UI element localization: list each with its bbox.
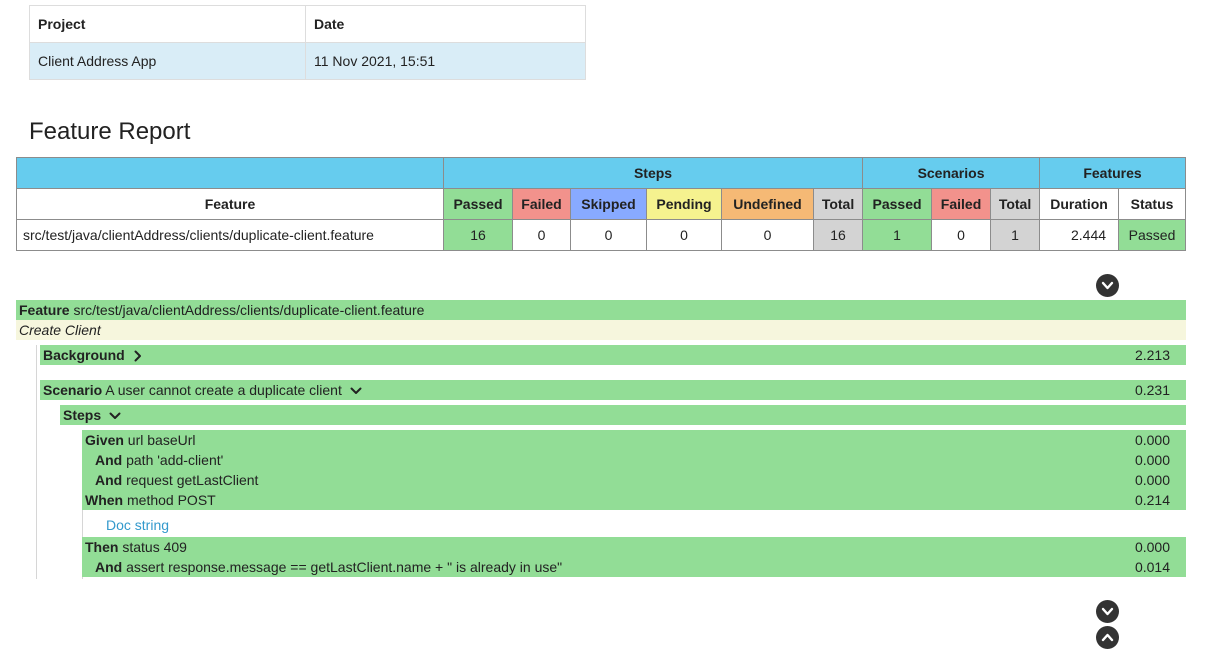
indent-guide — [36, 345, 37, 579]
scenario-duration: 0.231 — [1134, 382, 1170, 398]
feature-description: Create Client — [16, 320, 1186, 340]
feature-stats-table: Steps Scenarios Features Feature Passed … — [16, 157, 1186, 251]
doc-string-link[interactable]: Doc string — [106, 517, 170, 533]
step-keyword: Given — [85, 432, 124, 448]
feature-column-header: Feature — [16, 188, 444, 220]
scenarios-total-count: 1 — [990, 219, 1041, 251]
features-group-header: Features — [1039, 157, 1186, 189]
step-keyword: And — [95, 452, 123, 468]
background-keyword: Background — [43, 347, 125, 363]
steps-passed-header: Passed — [443, 188, 513, 220]
scenarios-total-header: Total — [990, 188, 1041, 220]
step-text: assert response.message == getLastClient… — [126, 559, 563, 575]
step-keyword: Then — [85, 539, 119, 555]
steps-group-header: Steps — [442, 157, 864, 189]
project-header: Project — [29, 5, 306, 43]
list-item: Then status 409 0.000 — [82, 537, 1186, 557]
feature-keyword: Feature — [19, 302, 70, 318]
steps-failed-count: 0 — [512, 219, 571, 251]
table-row: src/test/java/clientAddress/clients/dupl… — [16, 219, 1186, 251]
duration-header: Duration — [1039, 188, 1120, 220]
list-item: And request getLastClient 0.000 — [82, 470, 1186, 490]
feature-duration: 2.444 — [1039, 219, 1120, 251]
empty-group-header — [16, 157, 444, 189]
date-header: Date — [305, 5, 586, 43]
background-header[interactable]: Background 2.213 — [40, 345, 1186, 365]
scenarios-failed-count: 0 — [931, 219, 992, 251]
list-item: When method POST 0.214 — [82, 490, 1186, 510]
list-item: Given url baseUrl 0.000 — [82, 430, 1186, 450]
scenario-header[interactable]: Scenario A user cannot create a duplicat… — [40, 380, 1186, 400]
chevron-down-circle-icon[interactable] — [1096, 274, 1119, 297]
steps-indent-guide — [82, 455, 83, 579]
scenarios-group-header: Scenarios — [862, 157, 1041, 189]
step-duration: 0.014 — [1134, 559, 1170, 575]
step-keyword: And — [95, 472, 123, 488]
feature-name: src/test/java/clientAddress/clients/dupl… — [73, 302, 425, 318]
steps-group — [82, 430, 1186, 510]
scenarios-failed-header: Failed — [931, 188, 992, 220]
list-item: And assert response.message == getLastCl… — [82, 557, 1186, 577]
steps-header[interactable]: Steps — [60, 405, 1186, 425]
step-duration: 0.214 — [1134, 492, 1170, 508]
scenario-name: A user cannot create a duplicate client — [105, 382, 342, 398]
step-duration: 0.000 — [1134, 452, 1170, 468]
report-date: 11 Nov 2021, 15:51 — [305, 42, 586, 80]
step-text: method POST — [127, 492, 216, 508]
step-text: url baseUrl — [127, 432, 196, 448]
steps-passed-count: 16 — [443, 219, 513, 251]
chevron-up-circle-icon[interactable] — [1096, 626, 1119, 649]
steps-undefined-count: 0 — [721, 219, 814, 251]
status-badge: Passed — [1118, 219, 1186, 251]
step-keyword: When — [85, 492, 124, 508]
steps-total-header: Total — [812, 188, 864, 220]
chevron-down-icon — [350, 387, 362, 395]
status-header: Status — [1118, 188, 1186, 220]
steps-total-count: 16 — [812, 219, 864, 251]
steps-failed-header: Failed — [512, 188, 571, 220]
steps-skipped-header: Skipped — [570, 188, 647, 220]
steps-group — [82, 537, 1186, 577]
step-keyword: And — [95, 559, 123, 575]
feature-link[interactable]: src/test/java/clientAddress/clients/dupl… — [16, 219, 444, 251]
project-name: Client Address App — [29, 42, 306, 80]
step-duration: 0.000 — [1134, 539, 1170, 555]
step-duration: 0.000 — [1134, 432, 1170, 448]
steps-label: Steps — [63, 407, 102, 423]
list-item: And path 'add-client' 0.000 — [82, 450, 1186, 470]
step-text: status 409 — [122, 539, 187, 555]
steps-undefined-header: Undefined — [721, 188, 814, 220]
scenario-keyword: Scenario — [43, 382, 103, 398]
steps-skipped-count: 0 — [570, 219, 647, 251]
feature-header[interactable]: Feature src/test/java/clientAddress/clie… — [16, 300, 1186, 320]
scenarios-passed-count: 1 — [862, 219, 933, 251]
expand-collapse-controls-top — [1096, 274, 1148, 323]
expand-collapse-controls-bottom — [1096, 600, 1148, 649]
chevron-right-icon — [134, 350, 141, 362]
page-title: Feature Report — [29, 118, 191, 145]
steps-pending-count: 0 — [646, 219, 722, 251]
chevron-down-circle-icon[interactable] — [1096, 600, 1119, 623]
step-text: request getLastClient — [126, 472, 259, 488]
step-text: path 'add-client' — [126, 452, 224, 468]
scenarios-passed-header: Passed — [862, 188, 933, 220]
background-duration: 2.213 — [1134, 347, 1170, 363]
step-duration: 0.000 — [1134, 472, 1170, 488]
chevron-down-icon — [109, 412, 121, 420]
steps-pending-header: Pending — [646, 188, 722, 220]
project-info-table: Project Date Client Address App 11 Nov 2… — [29, 5, 586, 80]
